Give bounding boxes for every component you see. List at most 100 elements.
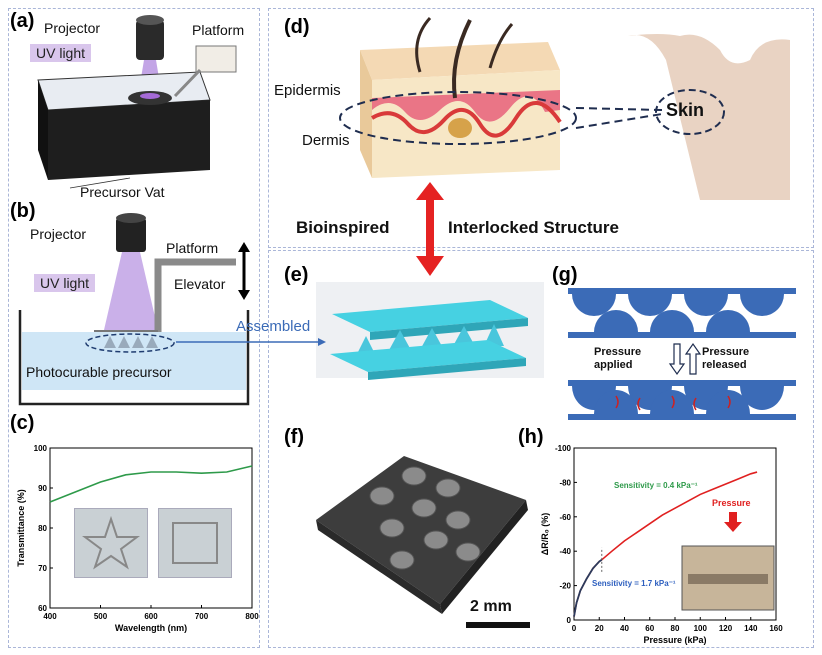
- bioinspired-label: Bioinspired: [296, 218, 390, 237]
- dermis-wave: [370, 100, 562, 138]
- uv-spot: [140, 93, 160, 99]
- scale-bar-label: 2 mm: [470, 598, 512, 615]
- skin-illustration: [339, 16, 790, 200]
- x-tick-label: 500: [94, 612, 108, 621]
- vat-side: [38, 80, 48, 180]
- bottom-plate: [330, 340, 526, 372]
- platform-arm: [154, 258, 236, 335]
- x-tick-label: 20: [595, 624, 604, 633]
- x-tick-label: 700: [195, 612, 209, 621]
- star-sample-image: [74, 508, 148, 578]
- x-tick-label: 60: [645, 624, 654, 633]
- uv-light-label-a: UV light: [30, 44, 92, 62]
- epidermis-label: Epidermis: [274, 82, 341, 99]
- y-tick-label: 0: [567, 616, 572, 625]
- top-plate: [332, 300, 528, 332]
- skin-layer-ellipse: [339, 91, 577, 145]
- interlocked-label: Interlocked Structure: [448, 218, 619, 237]
- vat-walls: [18, 310, 250, 406]
- y-tick-label: 60: [38, 604, 47, 613]
- pressure-applied-label: Pressure applied: [594, 346, 642, 371]
- precursor-label: Photocurable precursor: [26, 364, 172, 380]
- star-icon: [82, 515, 140, 570]
- x-tick-label: 800: [245, 612, 259, 621]
- x-tick-label: 80: [671, 624, 680, 633]
- y-axis-label: Transmittance (%): [16, 489, 26, 567]
- x-tick-label: 600: [144, 612, 158, 621]
- vat-label: Precursor Vat: [80, 184, 165, 200]
- device-photo-sensor: [688, 574, 768, 584]
- pressure-arrow-head: [724, 522, 742, 532]
- y-tick-label: -100: [555, 444, 572, 453]
- x-tick-label: 100: [694, 624, 708, 633]
- panel-d-frame: [268, 8, 814, 248]
- x-axis-label: Wavelength (nm): [115, 623, 187, 633]
- y-tick-label: -40: [559, 547, 571, 556]
- label-h: (h): [518, 426, 544, 448]
- epidermis-wave: [372, 90, 560, 122]
- elevator-label: Elevator: [174, 276, 226, 292]
- square-sample-image: [158, 508, 232, 578]
- square-icon: [172, 522, 218, 564]
- y-tick-label: -20: [559, 582, 571, 591]
- y-axis-label: ΔR/R₀ (%): [540, 513, 550, 556]
- x-tick-label: 400: [43, 612, 57, 621]
- projector-label-a: Projector: [44, 20, 101, 36]
- projector-body-b: [116, 218, 146, 252]
- skin-label: Skin: [666, 100, 705, 120]
- vat-schematic: [18, 213, 250, 406]
- label-e: (e): [284, 264, 309, 286]
- panel-a-b-c-frame: [8, 8, 260, 648]
- sample-substrate: [316, 456, 526, 604]
- label-b: (b): [10, 200, 36, 222]
- sensitivity-high-label: Sensitivity = 0.4 kPa⁻¹: [614, 481, 698, 490]
- sensitivity-low-label: Sensitivity = 1.7 kPa⁻¹: [592, 579, 676, 588]
- platform-label-a: Platform: [192, 22, 245, 38]
- y-tick-label: 90: [38, 484, 47, 493]
- skin-block-side: [360, 50, 372, 178]
- y-tick-label: 70: [38, 564, 47, 573]
- x-axis-label: Pressure (kPa): [643, 635, 706, 645]
- y-tick-label: -60: [559, 513, 571, 522]
- y-tick-label: 100: [34, 444, 48, 453]
- skin-block-top: [360, 42, 560, 80]
- projector-body: [136, 20, 164, 60]
- y-tick-label: -80: [559, 478, 571, 487]
- y-tick-label: 80: [38, 524, 47, 533]
- applied-arrow: [668, 343, 686, 376]
- projector-label-b: Projector: [30, 226, 87, 242]
- x-tick-label: 40: [620, 624, 629, 633]
- label-d: (d): [284, 16, 310, 38]
- skin-callout-ellipse: [655, 89, 725, 135]
- x-tick-label: 140: [744, 624, 758, 633]
- platform-label-b: Platform: [166, 240, 219, 256]
- x-tick-label: 120: [719, 624, 733, 633]
- pressure-label: Pressure: [712, 498, 751, 508]
- dermis-label: Dermis: [302, 132, 350, 149]
- released-arrow: [684, 342, 702, 375]
- low-pressure-segment: [573, 559, 603, 617]
- assembled-ellipse: [85, 333, 175, 353]
- projector-top: [136, 15, 164, 25]
- series-line: [49, 465, 253, 503]
- scale-bar: [466, 622, 530, 628]
- pressure-arrow-shaft: [729, 512, 737, 522]
- label-g: (g): [552, 264, 578, 286]
- x-tick-label: 0: [572, 624, 577, 633]
- x-tick-label: 160: [769, 624, 783, 633]
- label-c: (c): [10, 412, 35, 434]
- uv-light-label-b: UV light: [34, 274, 96, 292]
- uv-beam-b: [104, 252, 158, 330]
- panel-e-h-frame: [268, 250, 814, 648]
- printer-illustration: [37, 15, 237, 189]
- label-f: (f): [284, 426, 304, 448]
- arm-photo: [628, 34, 790, 200]
- assembled-label: Assembled: [236, 318, 311, 335]
- platform-block: [195, 45, 237, 73]
